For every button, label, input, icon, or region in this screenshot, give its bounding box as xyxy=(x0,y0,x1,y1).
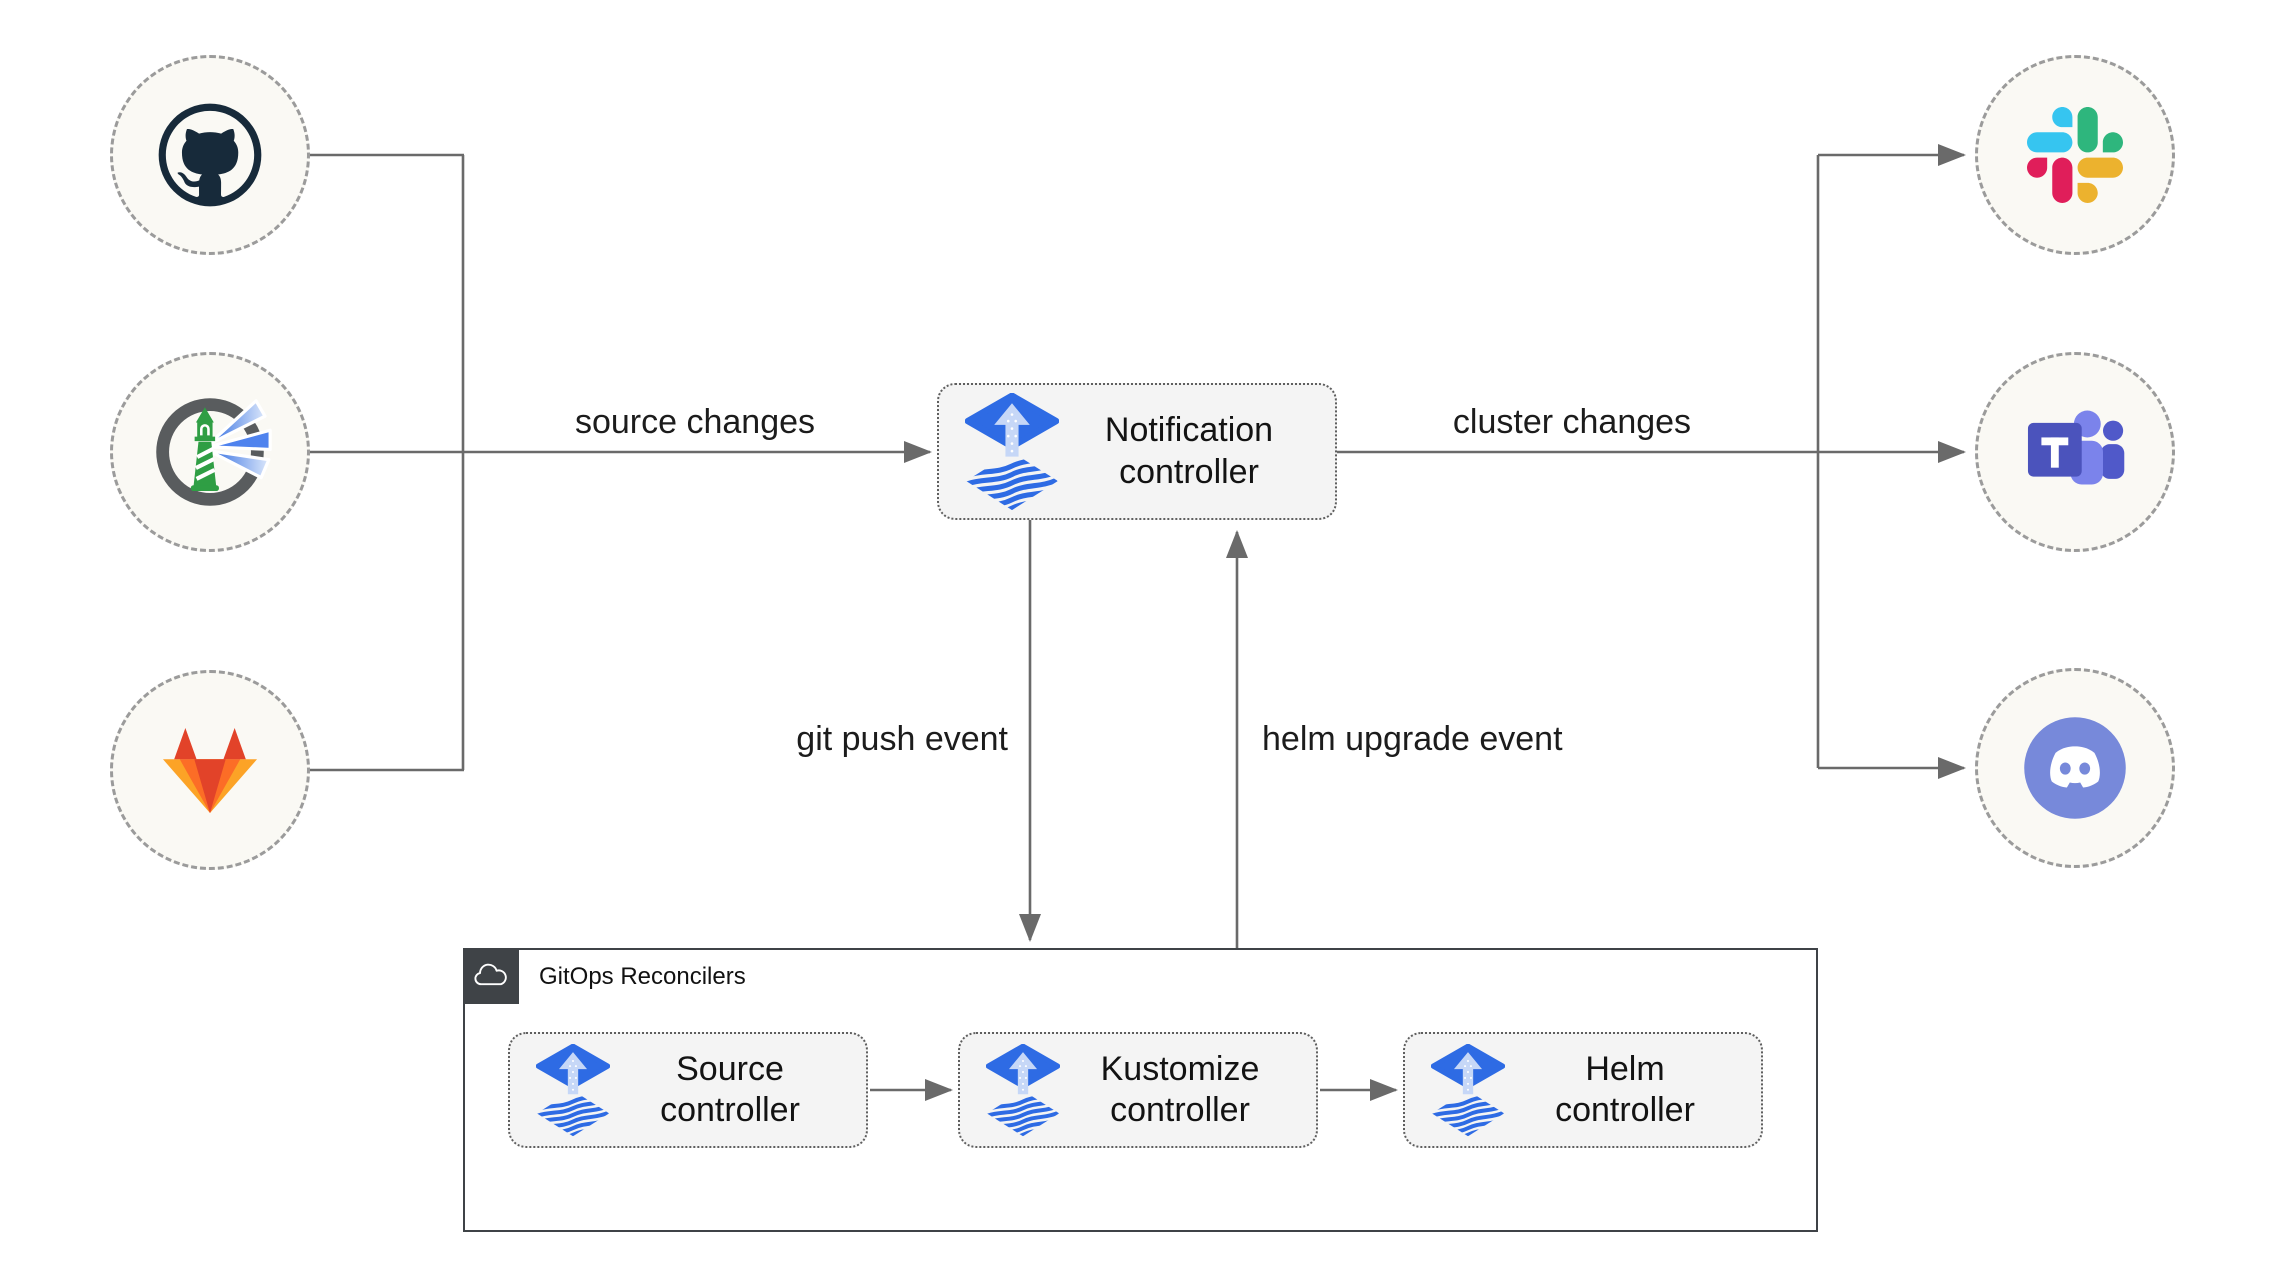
gitops-reconcilers-group: GitOps Reconcilers xyxy=(463,948,1818,1232)
group-header-square xyxy=(463,948,519,1004)
node-github xyxy=(110,55,310,255)
helm-controller-label: Helm controller xyxy=(1555,1049,1695,1129)
node-slack xyxy=(1975,55,2175,255)
node-harbor xyxy=(110,352,310,552)
flux-icon xyxy=(965,393,1059,511)
notification-controller-label: Notification controller xyxy=(1104,411,1274,491)
git-push-event-label: git push event xyxy=(796,720,1008,758)
node-discord xyxy=(1975,668,2175,868)
harbor-icon xyxy=(146,388,274,516)
group-title: GitOps Reconcilers xyxy=(539,963,746,990)
notification-controller-box: Notification controller xyxy=(937,383,1337,520)
discord-icon xyxy=(2021,714,2129,822)
flux-icon xyxy=(986,1044,1060,1137)
source-changes-label: source changes xyxy=(574,403,816,441)
helm-upgrade-event-label: helm upgrade event xyxy=(1262,720,1563,758)
helm-controller-box: Helm controller xyxy=(1403,1032,1763,1148)
node-gitlab xyxy=(110,670,310,870)
gitlab-icon xyxy=(154,719,266,822)
cluster-changes-label: cluster changes xyxy=(1452,403,1692,441)
source-controller-label: Source controller xyxy=(660,1049,800,1129)
teams-icon xyxy=(2019,396,2131,508)
slack-icon xyxy=(2027,107,2123,203)
flux-icon xyxy=(536,1044,610,1137)
kustomize-controller-label: Kustomize controller xyxy=(1100,1049,1260,1129)
kustomize-controller-box: Kustomize controller xyxy=(958,1032,1318,1148)
flux-icon xyxy=(1431,1044,1505,1137)
cloud-icon xyxy=(472,963,510,989)
node-teams xyxy=(1975,352,2175,552)
github-icon xyxy=(157,102,263,208)
source-controller-box: Source controller xyxy=(508,1032,868,1148)
